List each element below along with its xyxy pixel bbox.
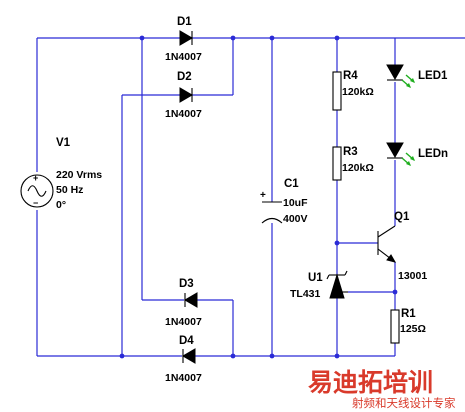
wires bbox=[36, 37, 465, 357]
diode-d1: D1 1N4007 bbox=[165, 16, 202, 63]
r3-ref-label: R3 bbox=[343, 146, 358, 158]
sine-wave-icon bbox=[27, 185, 47, 197]
shunt-regulator-u1: U1 TL431 bbox=[290, 270, 348, 300]
u1-ref-label: U1 bbox=[308, 272, 323, 284]
c1-ref-label: C1 bbox=[284, 178, 299, 190]
junction-dot bbox=[392, 289, 398, 295]
junction-dot bbox=[139, 35, 145, 41]
d3-ref-label: D3 bbox=[179, 278, 194, 290]
v1-ac-source: + − V1 220 Vrms 50 Hz 0° bbox=[20, 137, 102, 211]
junction-dot bbox=[334, 353, 340, 359]
v1-phase-label: 0° bbox=[56, 199, 66, 211]
watermark-subtitle: 射频和天线设计专家 bbox=[352, 396, 456, 410]
c1-plus-sign: + bbox=[260, 190, 266, 201]
resistor-r1: R1 125Ω bbox=[390, 308, 426, 344]
u1-part-label: TL431 bbox=[290, 288, 321, 300]
diode-d4: D4 1N4007 bbox=[165, 335, 202, 384]
diode-icon bbox=[179, 87, 193, 103]
diode-icon bbox=[184, 292, 198, 308]
led-ledn: LEDn bbox=[386, 142, 448, 166]
watermark-logo: 易迪拓培训 射频和天线设计专家 bbox=[306, 364, 465, 412]
ledn-ref-label: LEDn bbox=[418, 148, 448, 160]
junction-dot bbox=[269, 353, 275, 359]
led-led1: LED1 bbox=[386, 64, 448, 88]
diode-icon bbox=[182, 348, 196, 364]
junction-dot bbox=[334, 240, 340, 246]
q1-part-label: 13001 bbox=[398, 270, 427, 282]
r1-value-label: 125Ω bbox=[400, 323, 426, 335]
resistor-icon bbox=[332, 146, 342, 181]
r4-value-label: 120kΩ bbox=[342, 86, 374, 98]
diode-d2: D2 1N4007 bbox=[165, 71, 202, 120]
r4-ref-label: R4 bbox=[343, 70, 358, 82]
junction-dot bbox=[230, 353, 236, 359]
v1-ref-label: V1 bbox=[56, 137, 71, 149]
v1-minus-sign: − bbox=[33, 198, 38, 208]
d3-part-label: 1N4007 bbox=[165, 316, 202, 328]
d1-ref-label: D1 bbox=[177, 16, 192, 28]
r1-ref-label: R1 bbox=[401, 308, 416, 320]
regulator-icon bbox=[329, 273, 345, 299]
diode-icon bbox=[179, 30, 193, 46]
d1-part-label: 1N4007 bbox=[165, 51, 202, 63]
resistor-icon bbox=[332, 71, 342, 111]
c1-value-label: 10uF bbox=[283, 197, 308, 209]
q1-ref-label: Q1 bbox=[394, 211, 410, 223]
v1-frequency-label: 50 Hz bbox=[56, 184, 83, 196]
led-icon bbox=[386, 142, 404, 159]
diode-d3: D3 1N4007 bbox=[165, 278, 202, 328]
led-icon bbox=[386, 64, 404, 81]
resistor-icon bbox=[390, 309, 400, 344]
capacitor-c1: + C1 10uF 400V bbox=[260, 178, 308, 225]
c1-voltage-label: 400V bbox=[283, 213, 308, 225]
junctions bbox=[119, 35, 398, 359]
transistor-q1: Q1 13001 bbox=[377, 211, 427, 282]
junction-dot bbox=[334, 35, 340, 41]
led1-ref-label: LED1 bbox=[418, 70, 448, 82]
watermark-title: 易迪拓培训 bbox=[308, 368, 433, 397]
resistor-r4: R4 120kΩ bbox=[332, 70, 374, 111]
d4-part-label: 1N4007 bbox=[165, 372, 202, 384]
junction-dot bbox=[119, 353, 125, 359]
junction-dot bbox=[269, 35, 275, 41]
d2-ref-label: D2 bbox=[177, 71, 192, 83]
v1-voltage-label: 220 Vrms bbox=[56, 169, 102, 181]
junction-dot bbox=[230, 35, 236, 41]
d4-ref-label: D4 bbox=[179, 335, 194, 347]
resistor-r3: R3 120kΩ bbox=[332, 146, 374, 181]
r3-value-label: 120kΩ bbox=[342, 162, 374, 174]
d2-part-label: 1N4007 bbox=[165, 108, 202, 120]
v1-plus-sign: + bbox=[33, 173, 38, 183]
